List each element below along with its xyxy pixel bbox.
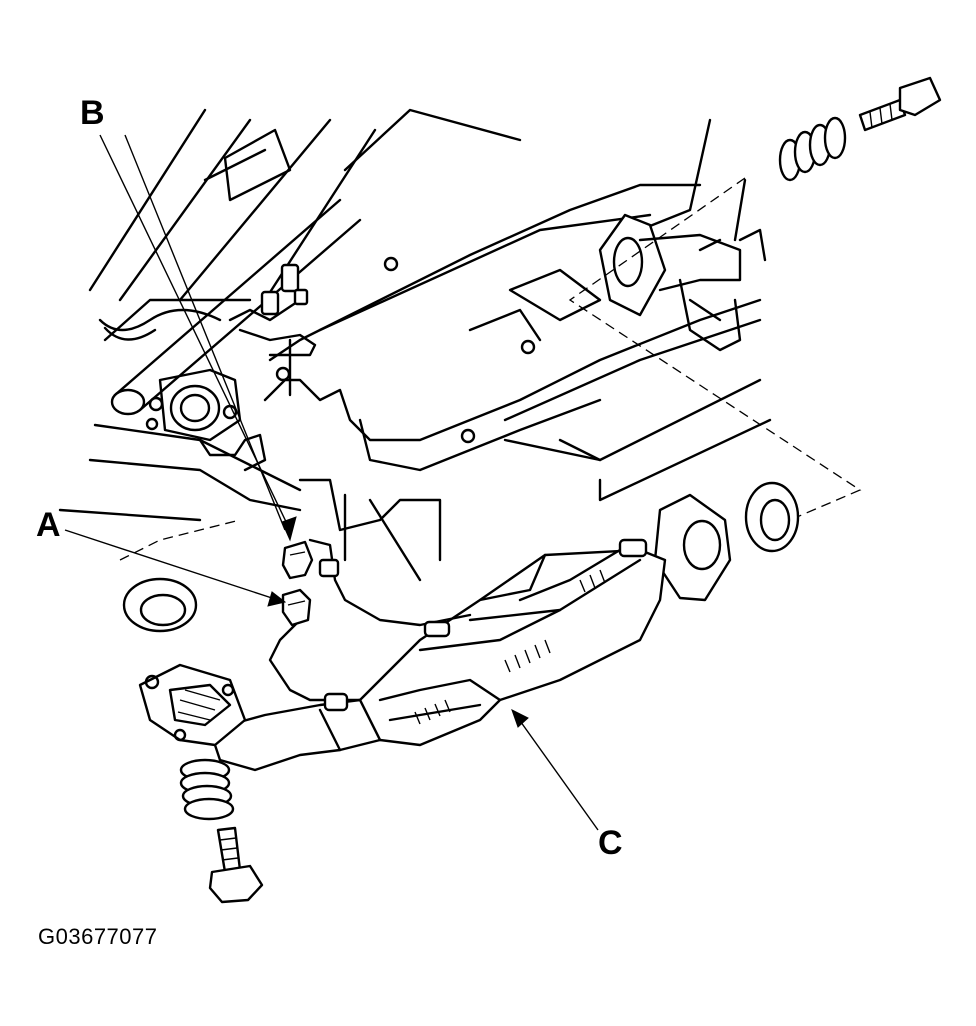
connector-a (281, 588, 312, 627)
figure-id: G03677077 (38, 924, 158, 949)
spring-upper-right (778, 116, 847, 182)
gasket-right (744, 481, 800, 553)
callout-b: B (80, 94, 105, 132)
rear-exhaust-flange (568, 76, 942, 521)
callout-a: A (36, 506, 61, 544)
bolt-upper-right (858, 76, 942, 132)
leader-line-c (511, 708, 599, 831)
callout-c: C (598, 824, 623, 862)
catalytic-converter (138, 493, 732, 772)
bolt-lower-left (208, 826, 264, 904)
gasket-left (119, 519, 241, 633)
leader-line-b (99, 134, 297, 542)
spring-lower-left (179, 758, 235, 821)
leader-line-a (64, 529, 287, 607)
connector-b (281, 540, 314, 580)
engine-body-background (58, 108, 772, 582)
